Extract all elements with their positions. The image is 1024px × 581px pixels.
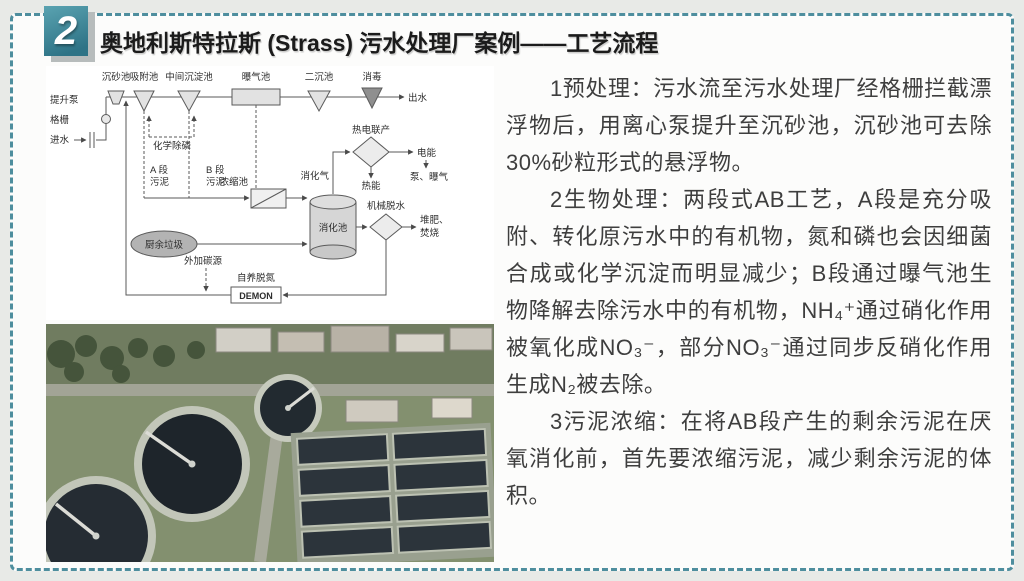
label-dewatering: 机械脱水 [367, 200, 406, 212]
photo-trees [47, 335, 205, 383]
label-electricity: 电能 [417, 147, 437, 159]
slide-number: 2 [54, 9, 78, 53]
label-screen: 格栅 [50, 114, 70, 126]
paragraph-pretreatment: 1预处理：污水流至污水处理厂经格栅拦截漂浮物后，用离心泵提升至沉砂池，沉砂池可去… [506, 76, 992, 175]
label-aeration-tank: 曝气池 [242, 71, 271, 83]
label-effluent: 出水 [408, 92, 428, 104]
label-a-sludge: 污泥 [150, 176, 170, 188]
label-adsorption-tank: 吸附池 [130, 71, 159, 83]
label-intermediate-clarifier: 中间沉淀池 [165, 71, 213, 83]
label-b-sludge: 污泥 [206, 176, 226, 188]
intermediate-clarifier-shape [177, 90, 201, 113]
photo-clarifier-b [134, 406, 250, 522]
photo-clarifier-a [254, 374, 322, 442]
page-title: 奥地利斯特拉斯 (Strass) 污水处理厂案例——工艺流程 [100, 30, 659, 56]
label-chp: 热电联产 [352, 124, 390, 136]
label-grit-chamber: 沉砂池 [102, 71, 131, 83]
photo-clarifier-c [46, 476, 156, 562]
label-compost-line1: 堆肥、 [420, 215, 449, 226]
aerial-photo-svg [46, 324, 494, 562]
label-compost-line2: 焚烧 [420, 227, 440, 239]
photo-buildings [215, 325, 493, 423]
label-secondary-clarifier: 二沉池 [305, 71, 334, 83]
label-lift-pump: 提升泵 [50, 94, 79, 106]
label-pump-aeration: 泵、曝气 [410, 171, 449, 183]
disinfection-shape [361, 87, 383, 110]
label-autotrophic-n-removal: 自养脱氮 [237, 272, 276, 284]
tank-shapes [107, 87, 403, 304]
demon-box [230, 286, 282, 304]
body-text: 1预处理：污水流至污水处理厂经格栅拦截漂浮物后，用离心泵提升至沉砂池，沉砂池可去… [506, 70, 992, 514]
paragraph-sludge-thickening: 3污泥浓缩：在将AB段产生的剩余污泥在厌氧消化前，首先要浓缩污泥，减少剩余污泥的… [506, 409, 992, 508]
label-demon: DEMON [239, 291, 273, 301]
label-biogas: 消化气 [300, 170, 329, 182]
grit-chamber-shape [107, 90, 125, 105]
process-flow-diagram: 沉砂池 吸附池 中间沉淀池 曝气池 二沉池 消毒 出水 提升泵 格栅 进水 化学… [46, 66, 494, 320]
label-b-stage: B 段 [206, 164, 225, 176]
photo-rectangular-basins [290, 422, 494, 562]
label-thickener: 浓缩池 [219, 176, 248, 188]
adsorption-tank-shape [133, 90, 155, 113]
plant-aerial-photo [46, 324, 494, 562]
chem-p-lines [143, 105, 257, 292]
slide-number-badge: 2 [44, 6, 88, 56]
label-disinfection: 消毒 [362, 71, 382, 83]
digester-shape [309, 194, 357, 260]
flow-lines [74, 94, 429, 298]
thickener-shape [250, 188, 287, 209]
secondary-clarifier-shape [307, 90, 331, 113]
label-heat: 热能 [361, 180, 381, 192]
kitchen-waste-shape [130, 230, 198, 258]
diagram-labels: 沉砂池 吸附池 中间沉淀池 曝气池 二沉池 消毒 出水 提升泵 格栅 进水 化学… [50, 71, 449, 301]
process-flow-svg: 沉砂池 吸附池 中间沉淀池 曝气池 二沉池 消毒 出水 提升泵 格栅 进水 化学… [50, 71, 449, 304]
aeration-tank-shape [231, 88, 281, 106]
label-digester: 消化池 [319, 222, 348, 234]
label-kitchen-waste: 厨余垃圾 [145, 239, 184, 251]
label-chemical-p-removal: 化学除磷 [153, 140, 192, 152]
label-a-stage: A 段 [150, 164, 168, 176]
label-carbon-source: 外加碳源 [184, 255, 223, 267]
paragraph-biological-treatment: 2生物处理：两段式AB工艺，A段是充分吸附、转化原污水中的有机物，氮和磷也会因细… [506, 187, 992, 397]
label-influent: 进水 [50, 134, 70, 146]
dewatering-shape [369, 213, 403, 241]
chp-shape [352, 136, 390, 168]
